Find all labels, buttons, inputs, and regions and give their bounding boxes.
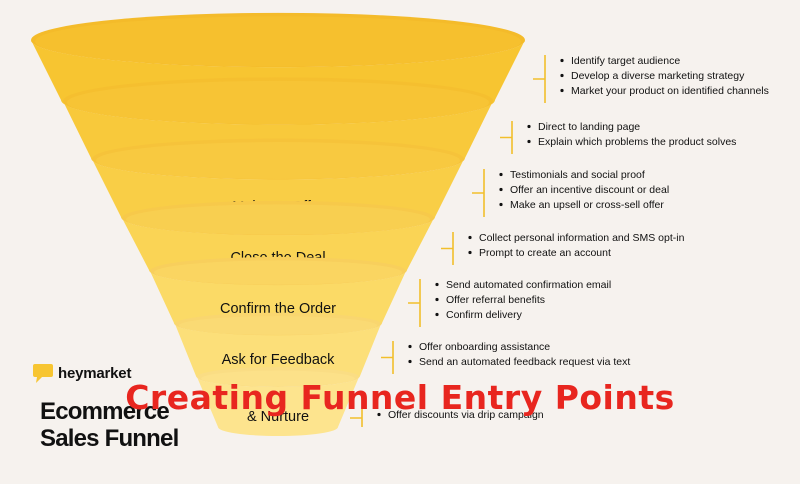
stage-bullet-text: Develop a diverse marketing strategy (571, 70, 745, 82)
stage-bullet-text: Testimonials and social proof (510, 169, 645, 181)
stage-bracket (381, 341, 394, 374)
stage-bullet-text: Send an automated feedback request via t… (419, 356, 630, 368)
stage-bracket (500, 121, 513, 154)
bullet-dot (435, 297, 439, 302)
funnel-stage-rim-highlight (126, 204, 430, 235)
funnel-stage-rim-highlight (154, 260, 402, 285)
stage-bullet-text: Identify target audience (571, 55, 680, 67)
document-title: Ecommerce Sales Funnel (40, 398, 179, 452)
stage-bullet-text: Explain which problems the product solve… (538, 136, 736, 148)
stage-bullet-text: Market your product on identified channe… (571, 85, 769, 97)
bullet-dot (377, 412, 381, 417)
bullet-dot (499, 202, 503, 207)
stage-bullet-text: Collect personal information and SMS opt… (479, 232, 685, 244)
stage-bracket (408, 279, 421, 327)
bullet-dot (468, 235, 472, 240)
bullet-dot (408, 359, 412, 364)
funnel-stage-rim-highlight (35, 16, 521, 67)
stage-bracket (441, 232, 454, 265)
stage-bullet-text: Make an upsell or cross-sell offer (510, 199, 664, 211)
bullet-dot (527, 139, 531, 144)
stage-bracket (350, 409, 363, 427)
stage-bullet-text: Prompt to create an account (479, 247, 611, 259)
stage-bullet-text: Confirm delivery (446, 309, 523, 321)
stage-bullet-text: Offer onboarding assistance (419, 341, 550, 353)
bullet-dot (435, 312, 439, 317)
bullet-dot (560, 58, 564, 63)
funnel-stage-label: Confirm the Order (220, 301, 336, 317)
funnel-stage-rim-highlight (96, 142, 460, 179)
funnel-stage-rim-highlight (179, 316, 377, 335)
stage-bullet-text: Direct to landing page (538, 121, 640, 133)
brand-name: heymarket (58, 364, 132, 382)
stage-bracket (533, 55, 546, 103)
funnel-stage-label: & Nurture (247, 409, 309, 425)
stage-bullet-text: Offer referral benefits (446, 294, 545, 306)
stage-bullet-text: Send automated confirmation email (446, 279, 611, 291)
funnel-stage-rim-highlight (67, 80, 489, 125)
bullet-dot (560, 73, 564, 78)
overlay-title: Creating Funnel Entry Points (125, 378, 675, 417)
funnel-stage-label: Ask for Feedback (222, 352, 336, 368)
bullet-dot (408, 344, 412, 349)
title-line-2: Sales Funnel (40, 425, 179, 452)
stage-bullet-text: Offer an incentive discount or deal (510, 184, 669, 196)
bullet-dot (560, 88, 564, 93)
stage-bracket (472, 169, 485, 217)
bullet-dot (527, 124, 531, 129)
bullet-dot (499, 187, 503, 192)
title-line-1: Ecommerce (40, 398, 170, 425)
bullet-dot (435, 282, 439, 287)
funnel-stage-body (197, 377, 359, 436)
bullet-dot (468, 250, 472, 255)
bullet-dot (499, 172, 503, 177)
speech-bubble-icon (33, 364, 53, 383)
stage-bullet-text: Offer discounts via drip campaign (388, 409, 544, 421)
funnel-stage-rim-highlight (201, 370, 355, 387)
funnel-stage: & Nurture Offer discounts via drip campai… (197, 367, 544, 436)
brand-logo: heymarket (32, 362, 131, 384)
